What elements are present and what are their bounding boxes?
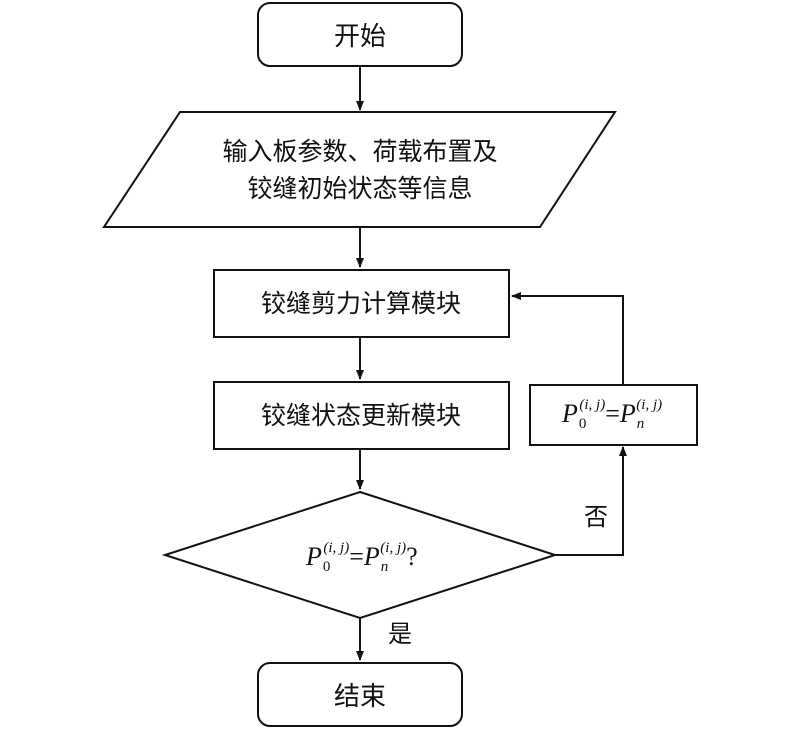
decision-symbol-left: P <box>305 542 322 571</box>
input-line-2: 铰缝初始状态等信息 <box>247 174 472 203</box>
arrow-decision-to-assign <box>555 446 627 556</box>
end-label: 结束 <box>334 682 386 712</box>
decision-node: P0(i, j)=Pn(i, j)? <box>161 490 559 620</box>
decision-sub-left: 0 <box>323 559 331 575</box>
start-node: 开始 <box>257 2 463 67</box>
decision-symbol-right: P <box>363 542 380 571</box>
decision-sup-left: (i, j) <box>323 540 349 556</box>
assign-sup-left: (i, j) <box>579 397 605 413</box>
decision-sub-right: n <box>381 559 389 575</box>
input-line-1: 输入板参数、荷载布置及 <box>222 137 497 166</box>
assign-expression: P0(i, j)=Pn(i, j) <box>561 397 662 432</box>
decision-question: ? <box>406 542 418 571</box>
edge-label-no: 否 <box>584 503 608 531</box>
state-module-label: 铰缝状态更新模块 <box>261 401 461 430</box>
decision-equals: = <box>349 542 364 571</box>
input-node: 输入板参数、荷载布置及 铰缝初始状态等信息 <box>102 111 617 228</box>
assign-sub-left: 0 <box>579 416 587 432</box>
decision-sup-right: (i, j) <box>380 540 406 556</box>
assign-equals: = <box>605 399 620 428</box>
arrow-assign-to-shear <box>511 292 624 385</box>
assign-sub-right: n <box>637 416 645 432</box>
start-label: 开始 <box>334 22 386 52</box>
assign-symbol-right: P <box>619 399 636 428</box>
edge-label-yes: 是 <box>388 620 412 648</box>
state-module-node: 铰缝状态更新模块 <box>213 381 510 450</box>
end-node: 结束 <box>257 662 463 727</box>
assign-node: P0(i, j)=Pn(i, j) <box>529 384 698 446</box>
shear-module-node: 铰缝剪力计算模块 <box>213 269 510 338</box>
assign-sup-right: (i, j) <box>636 397 662 413</box>
shear-module-label: 铰缝剪力计算模块 <box>261 289 461 318</box>
decision-condition: P0(i, j)=Pn(i, j)? <box>305 540 418 575</box>
assign-symbol-left: P <box>561 399 578 428</box>
